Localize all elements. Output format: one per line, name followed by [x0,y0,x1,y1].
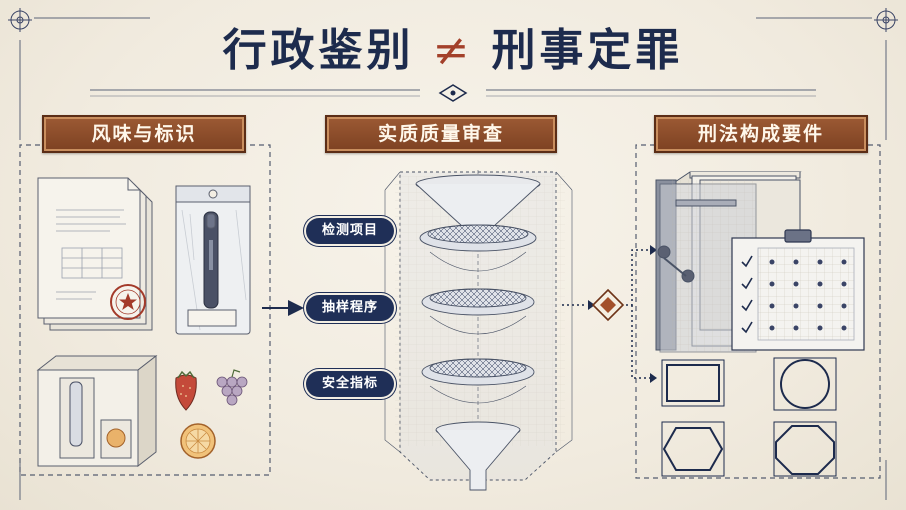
section-banner-quality-review: 实质质量审查 [325,115,557,153]
step-label-test-items: 检测项目 [306,218,394,244]
section-banner-criminal-elements: 刑法构成要件 [654,115,868,153]
step-label-sampling: 抽样程序 [306,295,394,321]
orange-slice-icon [180,423,216,459]
section-banner-flavor-labeling: 风味与标识 [42,115,246,153]
title-left: 行政鉴别 [222,25,415,76]
strawberry-icon [175,370,197,411]
title-divider-ornament [438,84,468,102]
dotted-connector [562,249,650,379]
decorative-frame [19,17,887,500]
octagon-frame-icon [773,421,837,477]
vape-device-bag-icon [175,185,251,335]
red-seal-stamp-icon [110,284,146,320]
corner-compass-icon [874,8,898,32]
grape-icon [216,369,248,406]
arrowhead-icon [588,245,657,383]
testing-apparatus-diagram [384,170,573,491]
rectangle-frame-icon [661,359,725,407]
title-right: 刑事定罪 [491,25,684,76]
hub-diamond-icon [591,288,625,322]
hexagon-frame-icon [661,421,725,477]
corner-compass-icon [8,8,32,32]
page-title: 行政鉴别 ≠ 刑事定罪 [0,14,906,78]
step-label-safety-indicators: 安全指标 [306,371,394,397]
checklist-clipboard-icon [731,229,865,351]
not-equal-sign: ≠ [432,25,474,76]
product-box-icon [36,354,158,468]
document-stack-icon [37,177,153,331]
circle-frame-icon [773,357,837,411]
